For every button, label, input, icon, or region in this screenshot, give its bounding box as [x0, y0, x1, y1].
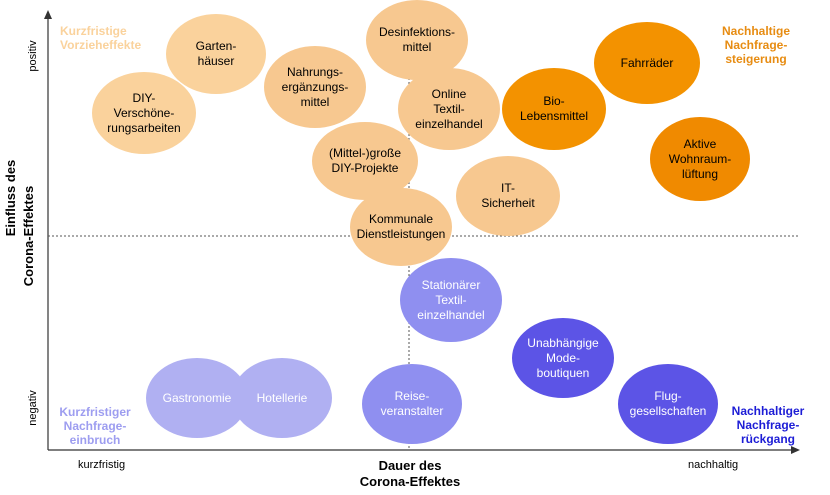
- bubble-1: Garten- häuser: [166, 14, 266, 94]
- bubble-label: (Mittel-)große DIY-Projekte: [328, 146, 401, 175]
- bubble-label: Reise- veranstalter: [380, 389, 444, 418]
- bubble-label: DIY- Verschöne- rungsarbeiten: [107, 90, 181, 135]
- bubble-label: Flug- gesellschaften: [629, 389, 707, 418]
- bubble-17: Flug- gesellschaften: [618, 364, 718, 444]
- bubble-label: Gastronomie: [162, 390, 232, 405]
- quadrant-label-bottom-left: Kurzfristiger Nachfrage- einbruch: [59, 405, 131, 447]
- bubble-16: Reise- veranstalter: [362, 364, 462, 444]
- bubble-label: Nahrungs- ergänzungs- mittel: [281, 64, 349, 109]
- y-axis-bottom-label: negativ: [27, 390, 39, 426]
- y-axis-arrow: [44, 10, 52, 19]
- bubble-12: Stationärer Textil- einzelhandel: [400, 258, 502, 342]
- bubble-11: Aktive Wohnraum- lüftung: [650, 117, 750, 201]
- bubble-label: Stationärer Textil- einzelhandel: [417, 277, 485, 322]
- bubble-label: Garten- häuser: [195, 39, 237, 68]
- bubble-9: Fahrräder: [594, 22, 700, 104]
- bubble-14: Gastronomie: [146, 358, 248, 438]
- y-axis-top-label: positiv: [27, 40, 39, 72]
- quadrant-label-bottom-right: Nachhaltiger Nachfrage- rückgang: [731, 404, 805, 446]
- bubble-label: Desinfektions- mittel: [378, 25, 456, 54]
- bubble-label: Kommunale Dienstleistungen: [356, 212, 446, 241]
- bubble-label: Hotellerie: [256, 390, 308, 405]
- x-axis-right-label: nachhaltig: [688, 459, 739, 471]
- x-axis-arrow: [791, 446, 800, 454]
- bubble-label: IT- Sicherheit: [481, 181, 535, 210]
- x-axis-left-label: kurzfristig: [78, 459, 126, 471]
- bubble-8: Kommunale Dienstleistungen: [350, 188, 452, 266]
- bubble-3: Desinfektions- mittel: [366, 0, 468, 80]
- bubble-label: Fahrräder: [620, 55, 674, 70]
- x-axis-title: Dauer des Corona-Effektes: [359, 458, 461, 489]
- bubble-label: Unabhängige Mode- boutiquen: [527, 335, 599, 380]
- bubble-2: DIY- Verschöne- rungsarbeiten: [92, 72, 196, 154]
- bubble-15: Hotellerie: [232, 358, 332, 438]
- bubble-label: Online Textil- einzelhandel: [415, 86, 483, 131]
- quadrant-label-top-right: Nachhaltige Nachfrage- steigerung: [721, 24, 790, 66]
- bubble-label: Aktive Wohnraum- lüftung: [668, 136, 732, 181]
- bubble-13: Unabhängige Mode- boutiquen: [512, 318, 614, 398]
- y-axis-title-line1: Einfluss des: [3, 159, 18, 237]
- bubble-6: (Mittel-)große DIY-Projekte: [312, 122, 418, 200]
- bubble-5: Online Textil- einzelhandel: [398, 68, 500, 150]
- y-axis-title-line2: Corona-Effektes: [21, 185, 36, 287]
- bubble-label: Bio- Lebensmittel: [519, 94, 589, 123]
- quadrant-label-top-left: Kurzfristige Vorzieheffekte: [60, 24, 142, 52]
- bubble-7: IT- Sicherheit: [456, 156, 560, 236]
- bubble-4: Nahrungs- ergänzungs- mittel: [264, 46, 366, 128]
- bubble-10: Bio- Lebensmittel: [502, 68, 606, 150]
